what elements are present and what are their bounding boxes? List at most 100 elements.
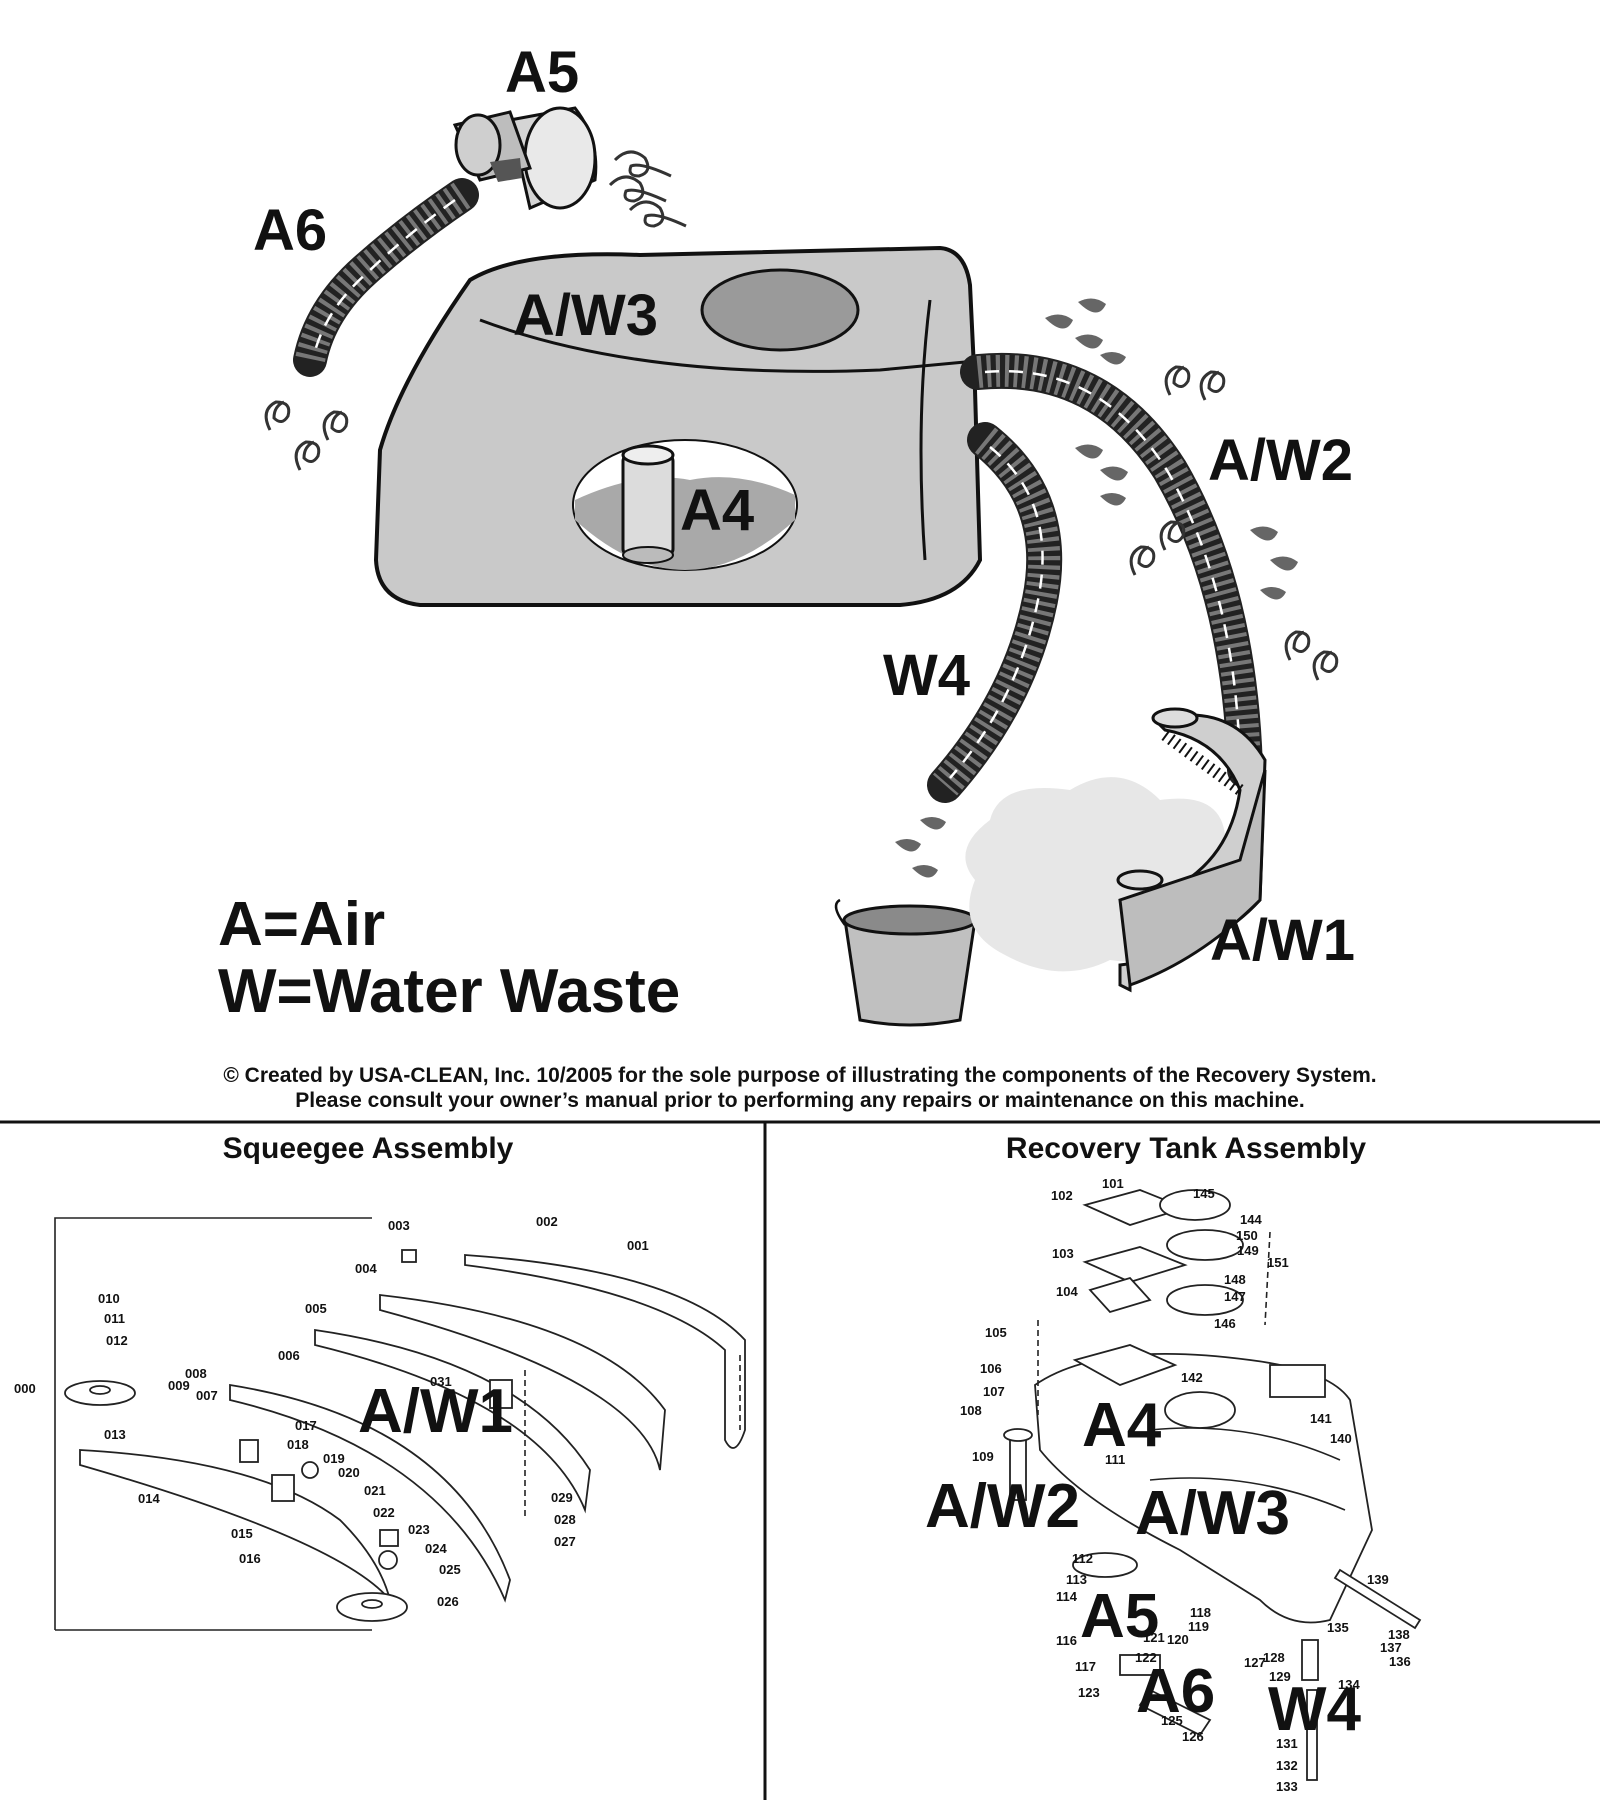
part-number: 005 [305, 1301, 327, 1316]
part-number: 000 [14, 1381, 36, 1396]
squeegee-exploded-drawing [54, 1217, 746, 1631]
part-number: 132 [1276, 1758, 1298, 1773]
part-number: 142 [1181, 1370, 1203, 1385]
part-number: 122 [1135, 1650, 1157, 1665]
squeegee-panel-title: Squeegee Assembly [223, 1132, 514, 1165]
part-number: 104 [1056, 1284, 1078, 1299]
w4-drain-hose [927, 422, 1063, 803]
part-number: 149 [1237, 1243, 1259, 1258]
part-number: 111 [1105, 1452, 1125, 1467]
tank-overlay-a6: A6 [1136, 1657, 1215, 1726]
part-number: 018 [287, 1437, 309, 1452]
part-number: 127 [1244, 1655, 1266, 1670]
part-number: 101 [1102, 1176, 1124, 1191]
part-number: 003 [388, 1218, 410, 1233]
part-number: 023 [408, 1522, 430, 1537]
label-a4: A4 [680, 478, 754, 543]
part-number: 118 [1190, 1605, 1211, 1620]
part-number: 121 [1143, 1630, 1165, 1645]
part-number: 014 [138, 1491, 160, 1506]
part-number: 138 [1388, 1627, 1410, 1642]
tank-overlay-aw3: A/W3 [1135, 1479, 1290, 1548]
part-number: 145 [1193, 1186, 1215, 1201]
tank-overlay-w4: W4 [1268, 1675, 1362, 1744]
part-number: 135 [1327, 1620, 1349, 1635]
part-number: 140 [1330, 1431, 1352, 1446]
part-number: 105 [985, 1325, 1007, 1340]
part-number: 007 [196, 1388, 218, 1403]
part-number: 017 [295, 1418, 317, 1433]
label-aw1: A/W1 [1210, 908, 1355, 973]
part-number: 128 [1263, 1650, 1285, 1665]
part-number: 134 [1338, 1677, 1360, 1692]
tank-lid-opening [700, 268, 860, 352]
tank-panel-title: Recovery Tank Assembly [1006, 1132, 1366, 1165]
part-number: 022 [373, 1505, 395, 1520]
air-swirls [264, 150, 1339, 681]
squeegee-overlay-aw1: A/W1 [358, 1377, 513, 1446]
part-number: 019 [323, 1451, 345, 1466]
part-number: 026 [437, 1594, 459, 1609]
part-number: 015 [231, 1526, 253, 1541]
part-number: 011 [104, 1311, 125, 1326]
part-number: 031 [430, 1374, 452, 1389]
aw1-squeegee-illustration [1116, 707, 1267, 993]
part-number: 148 [1224, 1272, 1246, 1287]
tank-overlay-a4: A4 [1082, 1391, 1162, 1460]
part-number: 131 [1276, 1736, 1298, 1751]
waste-bucket-illustration [834, 898, 978, 1027]
part-number: 102 [1051, 1188, 1073, 1203]
part-number: 024 [425, 1541, 447, 1556]
tank-overlay-a5: A5 [1080, 1582, 1159, 1651]
part-number: 009 [168, 1378, 190, 1393]
recovery-tank-exploded-drawing [1003, 1189, 1422, 1781]
part-number: 029 [551, 1490, 573, 1505]
a4-filter-illustration [621, 444, 675, 564]
part-number: 136 [1389, 1654, 1411, 1669]
a6-exhaust-hose [293, 178, 479, 377]
copyright-line-1: © Created by USA-CLEAN, Inc. 10/2005 for… [223, 1064, 1376, 1087]
part-number: 012 [106, 1333, 128, 1348]
part-number: 146 [1214, 1316, 1236, 1331]
part-number: 028 [554, 1512, 576, 1527]
part-number: 108 [960, 1403, 982, 1418]
part-number: 114 [1056, 1589, 1078, 1604]
legend-air: A=Air [218, 890, 385, 959]
part-number: 013 [104, 1427, 126, 1442]
tank-overlay-aw2: A/W2 [925, 1472, 1080, 1541]
part-number: 025 [439, 1562, 461, 1577]
part-number: 010 [98, 1291, 120, 1306]
part-number: 126 [1182, 1729, 1204, 1744]
part-number: 021 [364, 1483, 386, 1498]
label-aw2: A/W2 [1208, 428, 1353, 493]
label-aw3: A/W3 [513, 283, 658, 348]
part-number: 002 [536, 1214, 558, 1229]
part-number: 144 [1240, 1212, 1262, 1227]
part-number: 151 [1267, 1255, 1289, 1270]
recovery-tank-illustration [373, 245, 983, 607]
water-drops [895, 298, 1298, 878]
part-number: 106 [980, 1361, 1002, 1376]
part-number: 133 [1276, 1779, 1298, 1794]
part-number: 141 [1310, 1411, 1332, 1426]
part-number: 107 [983, 1384, 1005, 1399]
part-number: 016 [239, 1551, 261, 1566]
part-number: 103 [1052, 1246, 1074, 1261]
part-number: 116 [1056, 1633, 1077, 1648]
part-number: 027 [554, 1534, 576, 1549]
part-number: 006 [278, 1348, 300, 1363]
part-number: 117 [1075, 1659, 1096, 1674]
part-number: 125 [1161, 1713, 1183, 1728]
label-a5: A5 [505, 40, 579, 105]
a5-vacuum-motor-illustration [452, 106, 598, 211]
part-number: 120 [1167, 1632, 1189, 1647]
part-number: 112 [1072, 1551, 1093, 1566]
part-number: 123 [1078, 1685, 1100, 1700]
legend-water: W=Water Waste [218, 957, 680, 1026]
part-number: 150 [1236, 1228, 1258, 1243]
tank-part-numbers: 101 102 103 104 105 106 107 108 109 111 … [960, 1176, 1411, 1794]
label-w4: W4 [883, 643, 970, 708]
label-a6: A6 [253, 198, 327, 263]
part-number: 109 [972, 1449, 994, 1464]
part-number: 004 [355, 1261, 377, 1276]
